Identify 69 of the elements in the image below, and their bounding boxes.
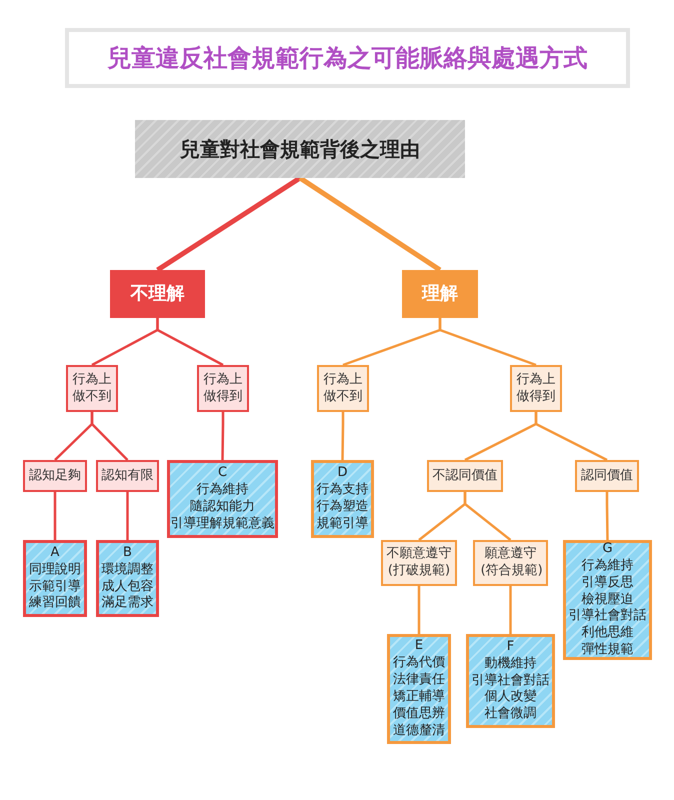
box-text: 矯正輔導 xyxy=(393,689,445,706)
connector-line xyxy=(156,318,224,366)
box-text: 引導社會對話 xyxy=(472,672,550,689)
connector-line xyxy=(221,412,224,460)
box-text: 同理說明 xyxy=(29,562,81,578)
box-letter: F xyxy=(506,638,514,656)
subtopic-box: 行為上做得到 xyxy=(510,365,562,412)
branch-box: 不理解 xyxy=(110,270,205,318)
subtopic-box: 行為上做不到 xyxy=(66,365,118,412)
box-text: 道德釐清 xyxy=(393,722,445,740)
box-text: 引導反思 xyxy=(582,574,634,592)
box-text: 規範引導 xyxy=(316,516,368,533)
subtopic-box: 認知有限 xyxy=(96,460,159,492)
box-text: 檢視壓迫 xyxy=(582,592,634,608)
box-text: 利他思維 xyxy=(582,625,634,642)
box-letter: E xyxy=(414,638,424,656)
box-text: 成人包容 xyxy=(102,578,154,595)
connector-line xyxy=(341,412,344,460)
box-text: 彈性規範 xyxy=(582,642,634,660)
subtopic-box: 認知足夠 xyxy=(23,460,87,492)
subtopic-box: 願意遵守(符合規範) xyxy=(473,540,548,586)
strategy-box xyxy=(563,540,652,660)
connector-line xyxy=(534,412,608,462)
strategy-box xyxy=(167,460,278,538)
title-banner: 兒童違反社會規範行為之可能脈絡與處遇方式 xyxy=(65,28,630,88)
box-letter: A xyxy=(50,544,60,562)
connector-line xyxy=(54,492,56,540)
strategy-box xyxy=(23,540,87,617)
strategy-box xyxy=(466,634,555,728)
box-text: 環境調整 xyxy=(102,562,154,578)
connector-line xyxy=(126,492,129,540)
box-text: 引導社會對話 xyxy=(568,608,646,625)
connector-line xyxy=(438,318,536,366)
subtopic-box: 不認同價值 xyxy=(427,460,503,492)
subtopic-box: 認同價值 xyxy=(575,460,639,492)
branch-box: 理解 xyxy=(402,270,478,318)
box-text: 行為維持 xyxy=(582,558,634,575)
strategy-box xyxy=(311,460,374,538)
subtopic-box: 不願意遵守(打破規範) xyxy=(381,540,457,586)
box-text: 行為維持 xyxy=(196,482,248,499)
connector-line xyxy=(298,176,442,272)
box-text: 引導理解規範意義 xyxy=(170,516,274,533)
box-text: 隨認知能力 xyxy=(190,499,255,516)
box-letter: D xyxy=(337,465,348,482)
box-text: 行為代價 xyxy=(393,655,445,672)
box-text: 個人改變 xyxy=(484,689,536,706)
connector-line xyxy=(464,492,512,541)
connector-line xyxy=(156,176,302,272)
strategy-box xyxy=(96,540,159,617)
connector-line xyxy=(90,412,128,461)
box-text: 價值思辨 xyxy=(393,706,445,723)
strategy-box xyxy=(387,634,451,744)
box-text: 社會微調 xyxy=(484,706,536,724)
subtopic-box: 行為上做不到 xyxy=(317,365,369,412)
box-letter: C xyxy=(218,465,228,482)
box-text: 行為支持 xyxy=(316,482,368,499)
connector-line xyxy=(418,586,420,634)
box-text: 練習回饋 xyxy=(29,595,81,612)
box-text: 法律責任 xyxy=(393,672,445,689)
subtopic-box: 行為上做得到 xyxy=(197,365,249,412)
topic-box: 兒童對社會規範背後之理由 xyxy=(135,120,465,178)
connector-line xyxy=(606,492,609,540)
box-letter: B xyxy=(123,544,132,562)
box-text: 示範引導 xyxy=(29,578,81,595)
box-text: 滿足需求 xyxy=(102,595,154,612)
connector-line xyxy=(509,586,512,634)
box-letter: G xyxy=(602,540,613,558)
box-text: 行為塑造 xyxy=(316,499,368,516)
box-text: 動機維持 xyxy=(484,656,536,673)
